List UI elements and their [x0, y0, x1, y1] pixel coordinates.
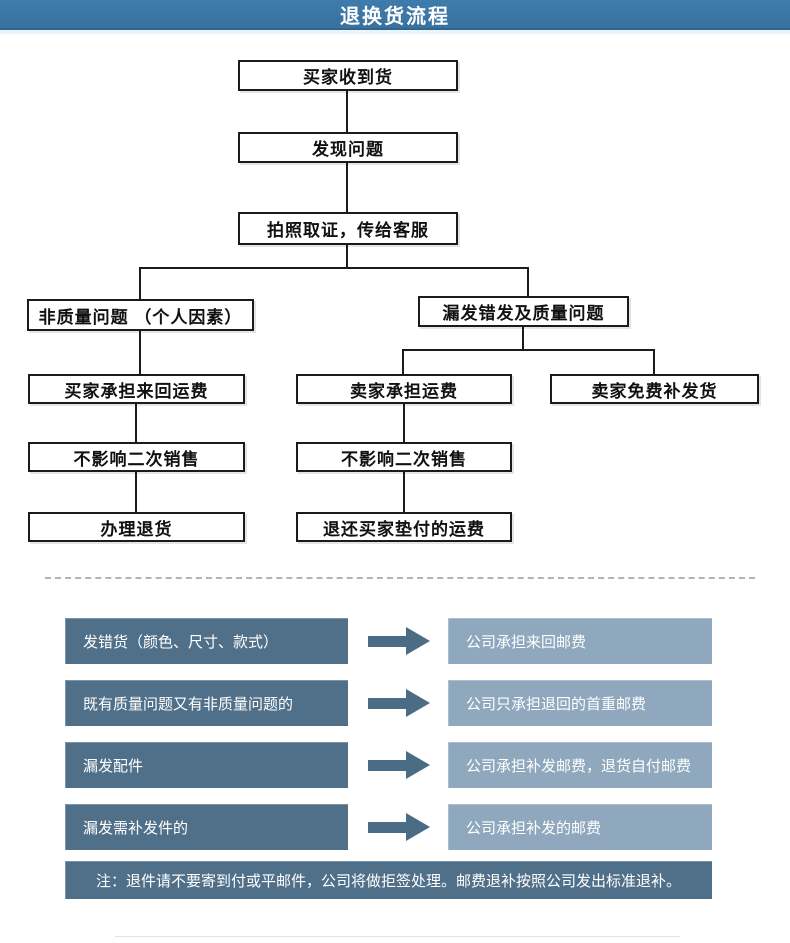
connector-line — [139, 330, 141, 375]
connector-line — [527, 267, 529, 298]
flow-node-process-return: 办理退货 — [28, 512, 245, 542]
footer-divider — [115, 936, 680, 937]
arrow-head — [406, 689, 430, 717]
arrow-shaft — [368, 821, 406, 833]
policy-cell: 公司承担来回邮费 — [448, 618, 712, 664]
flow-node-free-reship: 卖家免费补发货 — [550, 374, 759, 404]
flow-node-photo-evidence: 拍照取证，传给客服 — [238, 212, 458, 245]
title-bar-underline — [0, 30, 790, 34]
condition-cell: 漏发需补发件的 — [65, 804, 348, 850]
flow-node-non-quality-issue: 非质量问题 （个人因素） — [27, 299, 254, 331]
connector-line — [402, 349, 404, 375]
connector-line — [403, 403, 405, 443]
policy-cell: 公司只承担退回的首重邮费 — [448, 680, 712, 726]
connector-line — [139, 267, 529, 269]
policy-cell: 公司承担补发邮费，退货自付邮费 — [448, 742, 712, 788]
flow-node-received: 买家收到货 — [238, 60, 458, 91]
arrow-right-icon — [368, 751, 430, 779]
connector-line — [346, 245, 348, 268]
arrow-head — [406, 751, 430, 779]
condition-cell: 既有质量问题又有非质量问题的 — [65, 680, 348, 726]
condition-cell: 发错货（颜色、尺寸、款式） — [65, 618, 348, 664]
connector-line — [135, 403, 137, 443]
title-bar: 退换货流程 — [0, 0, 790, 30]
arrow-shaft — [368, 697, 406, 709]
arrow-head — [406, 627, 430, 655]
arrow-right-icon — [368, 813, 430, 841]
flow-node-no-resale-impact-right: 不影响二次销售 — [296, 442, 512, 472]
connector-line — [346, 91, 348, 133]
connector-line — [403, 471, 405, 513]
flow-node-quality-issue: 漏发错发及质量问题 — [418, 296, 629, 327]
connector-line — [135, 471, 137, 513]
condition-cell: 漏发配件 — [65, 742, 348, 788]
connector-line — [346, 163, 348, 213]
policy-cell: 公司承担补发的邮费 — [448, 804, 712, 850]
arrow-right-icon — [368, 689, 430, 717]
dashed-divider — [45, 577, 755, 579]
arrow-shaft — [368, 635, 406, 647]
connector-line — [402, 349, 655, 351]
arrow-shaft — [368, 759, 406, 771]
flow-node-seller-pays-shipping: 卖家承担运费 — [296, 374, 512, 404]
connector-line — [653, 349, 655, 375]
arrow-right-icon — [368, 627, 430, 655]
flow-node-no-resale-impact-left: 不影响二次销售 — [28, 442, 245, 472]
note-bar: 注：退件请不要寄到付或平邮件，公司将做拒签处理。邮费退补按照公司发出标准退补。 — [65, 861, 712, 899]
arrow-head — [406, 813, 430, 841]
connector-line — [522, 327, 524, 350]
connector-line — [139, 267, 141, 300]
page-title: 退换货流程 — [340, 5, 450, 28]
flow-node-problem-found: 发现问题 — [238, 132, 458, 163]
flow-node-buyer-pays-shipping: 买家承担来回运费 — [28, 374, 245, 404]
flow-node-refund-advanced-fee: 退还买家垫付的运费 — [296, 512, 512, 542]
